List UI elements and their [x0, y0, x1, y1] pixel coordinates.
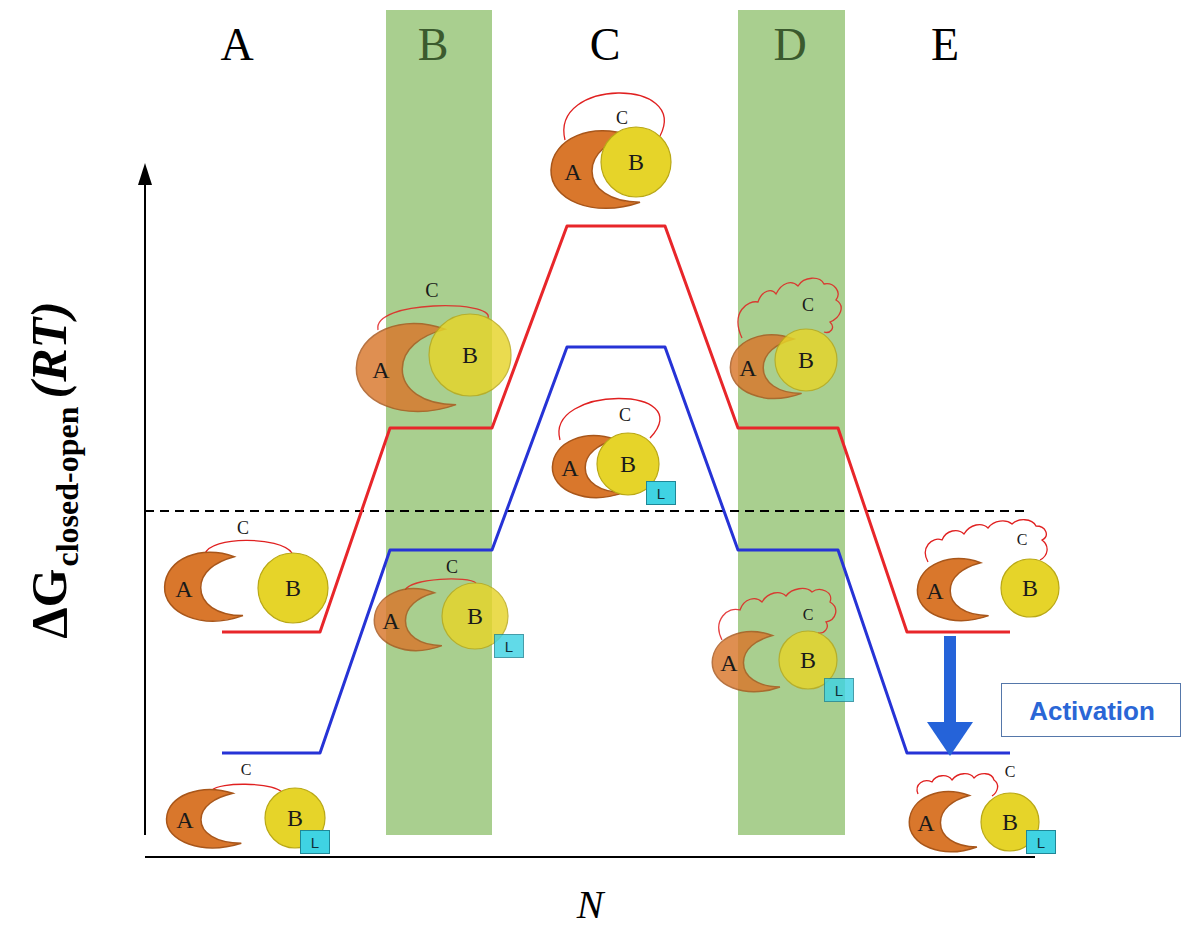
domain-a-shape: A	[907, 788, 983, 856]
domain-label: B	[620, 452, 636, 476]
domain-b-shape: B	[1000, 558, 1060, 618]
domain-label: A	[382, 609, 399, 633]
domain-label: A	[739, 356, 756, 380]
linker-label: C	[237, 519, 249, 537]
domain-a-shape-outline	[162, 548, 250, 626]
y-axis-title: ΔGclosed-open(RT)	[23, 301, 73, 638]
linker-loop	[925, 520, 1047, 562]
linker-loop	[738, 278, 841, 338]
state-band	[386, 10, 492, 835]
domain-label: A	[564, 160, 581, 184]
domain-label: B	[462, 343, 478, 367]
column-letter: D	[773, 22, 806, 68]
crescent-path	[712, 632, 780, 692]
domain-label: B	[798, 348, 814, 372]
domain-label: B	[467, 604, 483, 628]
crescent-path	[909, 792, 977, 852]
apo-energy-line	[222, 226, 1010, 632]
ligand-label: L	[505, 639, 513, 654]
axis-title: ΔG	[23, 568, 73, 638]
linker-label: C	[1017, 532, 1028, 548]
domain-b-shape: B	[600, 126, 672, 198]
activation-arrow-shaft	[944, 636, 956, 724]
crescent-path	[165, 552, 243, 621]
domain-a-shape: A	[372, 585, 448, 655]
domain-label: A	[926, 579, 943, 603]
threshold-line	[145, 510, 1030, 512]
domain-label: B	[800, 648, 816, 672]
ligand-label: L	[311, 835, 319, 850]
domain-b-shape: B	[774, 328, 838, 392]
domain-b-shape: B	[257, 552, 329, 624]
circle-path	[601, 127, 671, 197]
linker-label: C	[425, 280, 438, 300]
activation-box: Activation	[1001, 683, 1181, 737]
domain-label: A	[917, 811, 934, 835]
domain-label: B	[1022, 576, 1038, 600]
circle-path	[429, 314, 511, 396]
square-path	[647, 482, 676, 505]
ligand-square: L	[1026, 830, 1056, 854]
linker-label: C	[1005, 764, 1016, 780]
circle-path	[258, 553, 328, 623]
state-band	[738, 10, 845, 835]
axis-arrowhead	[138, 163, 152, 185]
axis-subscript: closed-open	[50, 406, 82, 566]
domain-a-shape: A	[162, 548, 250, 626]
linker-label: C	[241, 762, 252, 778]
ligand-label: L	[1037, 835, 1045, 850]
domain-label: A	[372, 358, 389, 382]
baseline	[145, 856, 1035, 858]
linker-label: C	[619, 406, 631, 424]
circle-path	[1001, 559, 1059, 617]
activation-label: Activation	[1029, 698, 1155, 724]
domain-a-shape: A	[710, 628, 786, 696]
square-path	[825, 679, 854, 702]
ligand-square: L	[494, 634, 524, 658]
column-letter: C	[590, 22, 621, 68]
domain-label: A	[720, 651, 737, 675]
crescent-path	[167, 790, 242, 848]
domain-label: B	[1002, 810, 1018, 834]
domain-label: A	[175, 577, 192, 601]
square-path	[495, 635, 524, 658]
axis-title: N	[577, 885, 604, 925]
circle-path	[775, 329, 837, 391]
domain-b-shape: B	[428, 313, 512, 397]
column-letter: E	[931, 22, 959, 68]
domain-a-shape: A	[164, 786, 248, 852]
domain-a-shape: A	[915, 555, 995, 625]
linker-label: C	[446, 558, 458, 576]
linker-loop	[559, 398, 660, 440]
linker-label: C	[802, 296, 814, 314]
crescent-path	[917, 559, 988, 621]
axis-unit: (RT)	[23, 301, 73, 398]
column-letter: B	[418, 22, 449, 68]
column-letter: A	[220, 22, 253, 68]
domain-label: B	[628, 150, 644, 174]
ligand-square: L	[824, 678, 854, 702]
ligand-label: L	[657, 486, 665, 501]
domain-label: B	[285, 576, 301, 600]
ligand-square: L	[646, 481, 676, 505]
linker-label: C	[803, 607, 814, 623]
square-path	[301, 831, 330, 854]
ligand-square: L	[300, 830, 330, 854]
y-axis	[144, 182, 146, 835]
domain-label: A	[176, 808, 193, 832]
crescent-path	[374, 589, 442, 651]
domain-label: A	[561, 456, 578, 480]
square-path	[1027, 831, 1056, 854]
domain-label: B	[287, 806, 303, 830]
ligand-label: L	[835, 683, 843, 698]
linker-label: C	[616, 109, 628, 127]
ligand-energy-line	[222, 347, 1010, 753]
activation-arrowhead	[927, 722, 973, 756]
